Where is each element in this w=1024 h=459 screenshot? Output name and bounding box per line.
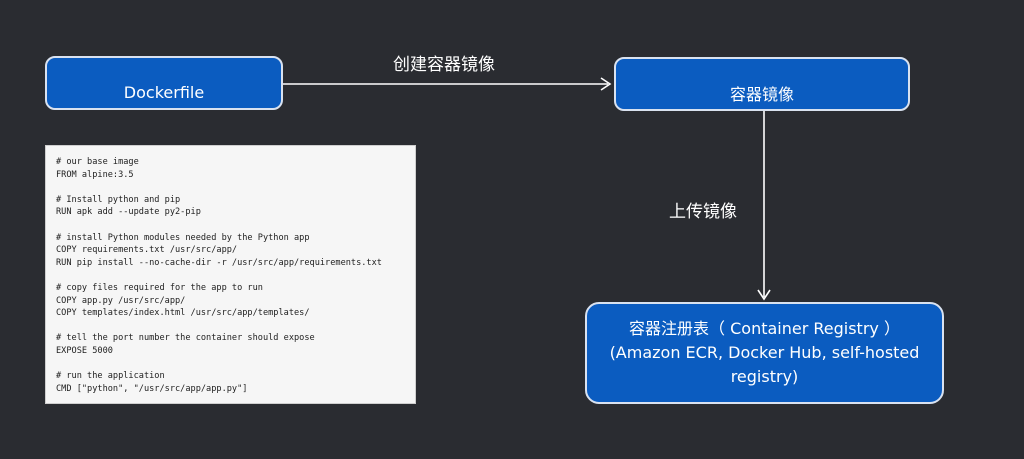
dockerfile-code-panel: # our base image FROM alpine:3.5 # Insta… bbox=[45, 145, 416, 404]
build-arrow-head bbox=[600, 77, 612, 91]
code-line: # tell the port number the container sho… bbox=[56, 333, 315, 344]
code-line: # copy files required for the app to run bbox=[56, 282, 263, 293]
container-image-node: 容器镜像 bbox=[614, 57, 910, 111]
container-registry-title: 容器注册表（ Container Registry ） bbox=[629, 319, 900, 338]
code-line: COPY templates/index.html /usr/src/app/t… bbox=[56, 308, 310, 319]
code-line bbox=[56, 181, 405, 194]
code-line bbox=[56, 358, 405, 371]
code-line: RUN apk add --update py2-pip bbox=[56, 207, 201, 218]
push-edge-label: 上传镜像 bbox=[669, 202, 737, 222]
code-line bbox=[56, 269, 405, 282]
code-line: COPY app.py /usr/src/app/ bbox=[56, 295, 186, 306]
code-line bbox=[56, 219, 405, 232]
code-line: CMD ["python", "/usr/src/app/app.py"] bbox=[56, 383, 248, 394]
container-image-node-label: 容器镜像 bbox=[729, 85, 794, 104]
code-line: RUN pip install --no-cache-dir -r /usr/s… bbox=[56, 257, 382, 268]
code-line bbox=[56, 320, 405, 333]
code-line: # our base image bbox=[56, 157, 139, 167]
build-edge-label: 创建容器镜像 bbox=[393, 55, 495, 75]
code-line: # install Python modules needed by the P… bbox=[56, 232, 310, 243]
code-line: FROM alpine:3.5 bbox=[56, 169, 134, 180]
dockerfile-node: Dockerfile bbox=[45, 56, 283, 110]
container-registry-examples: (Amazon ECR, Docker Hub, self-hosted reg… bbox=[609, 343, 920, 386]
dockerfile-node-label: Dockerfile bbox=[123, 82, 205, 102]
code-line: COPY requirements.txt /usr/src/app/ bbox=[56, 245, 238, 256]
push-arrow-head bbox=[757, 289, 771, 301]
code-line: # run the application bbox=[56, 371, 165, 382]
code-line: EXPOSE 5000 bbox=[56, 345, 113, 356]
container-registry-node: 容器注册表（ Container Registry ） (Amazon ECR,… bbox=[585, 302, 944, 404]
code-line: # Install python and pip bbox=[56, 194, 181, 205]
